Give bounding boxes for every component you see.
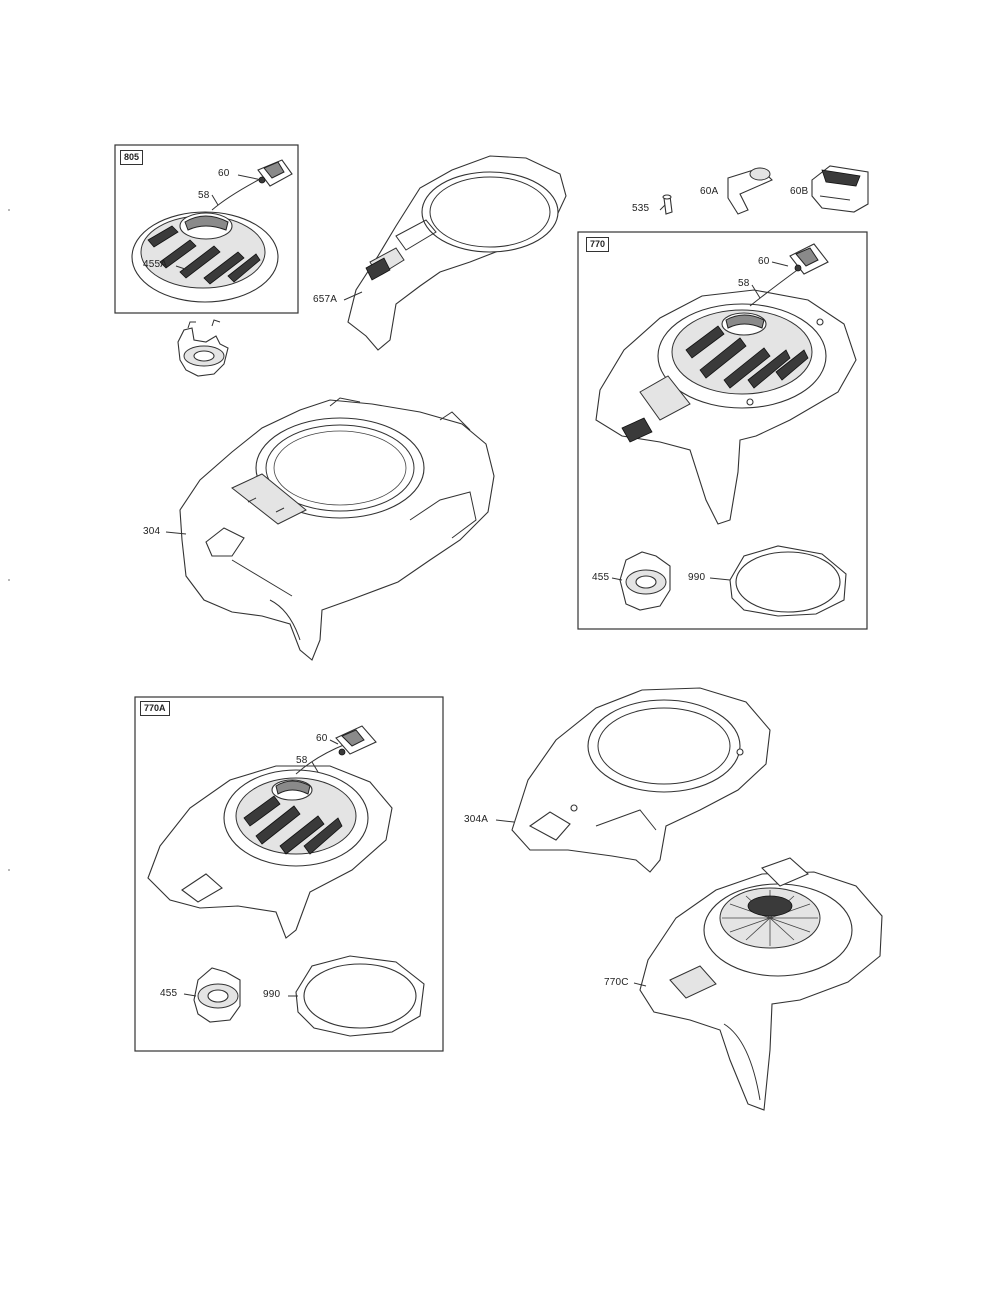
group-label-770: 770 [586, 237, 610, 252]
label-455-770: 455 [592, 572, 610, 583]
starter-cup-455-770 [619, 551, 671, 611]
gasket-990-770a [295, 955, 425, 1037]
blower-housing-304a [511, 687, 771, 873]
screw-535 [662, 194, 673, 215]
label-990-770a: 990 [263, 989, 281, 1000]
rewind-starter-770a [147, 743, 393, 939]
starter-cup-455a [177, 319, 229, 377]
label-60a: 60A [700, 186, 719, 197]
margin-ticks [8, 209, 10, 871]
group-box-770 [577, 231, 868, 630]
rewind-starter-805 [131, 177, 279, 303]
starter-handle-805 [257, 159, 293, 187]
label-60-805: 60 [218, 168, 230, 179]
label-304: 304 [143, 526, 161, 537]
group-label-805: 805 [120, 150, 144, 165]
rewind-starter-770 [595, 267, 857, 525]
label-657a: 657A [313, 294, 338, 305]
group-box-805 [114, 144, 299, 314]
handle-60b [811, 165, 869, 213]
label-990-770: 990 [688, 572, 706, 583]
label-58-770: 58 [738, 278, 750, 289]
label-535: 535 [632, 203, 650, 214]
handle-60a [727, 167, 773, 215]
label-60-770a: 60 [316, 733, 328, 744]
blower-housing-657a [347, 155, 567, 351]
group-box-770a [134, 696, 444, 1052]
label-58-770a: 58 [296, 755, 308, 766]
starter-handle-770a [335, 725, 377, 756]
label-60b: 60B [790, 186, 809, 197]
starter-cup-455-770a [193, 967, 241, 1023]
starter-handle-770 [789, 243, 829, 275]
gasket-990-770 [729, 545, 847, 617]
label-455a: 455A [143, 259, 168, 270]
group-label-770a: 770A [140, 701, 170, 716]
rewind-starter-770c [639, 857, 883, 1111]
label-455-770a: 455 [160, 988, 178, 999]
label-304a: 304A [464, 814, 489, 825]
leader-lines [165, 174, 789, 997]
label-770c: 770C [604, 977, 629, 988]
label-60-770: 60 [758, 256, 770, 267]
label-58-805: 58 [198, 190, 210, 201]
blower-housing-304 [179, 397, 495, 661]
